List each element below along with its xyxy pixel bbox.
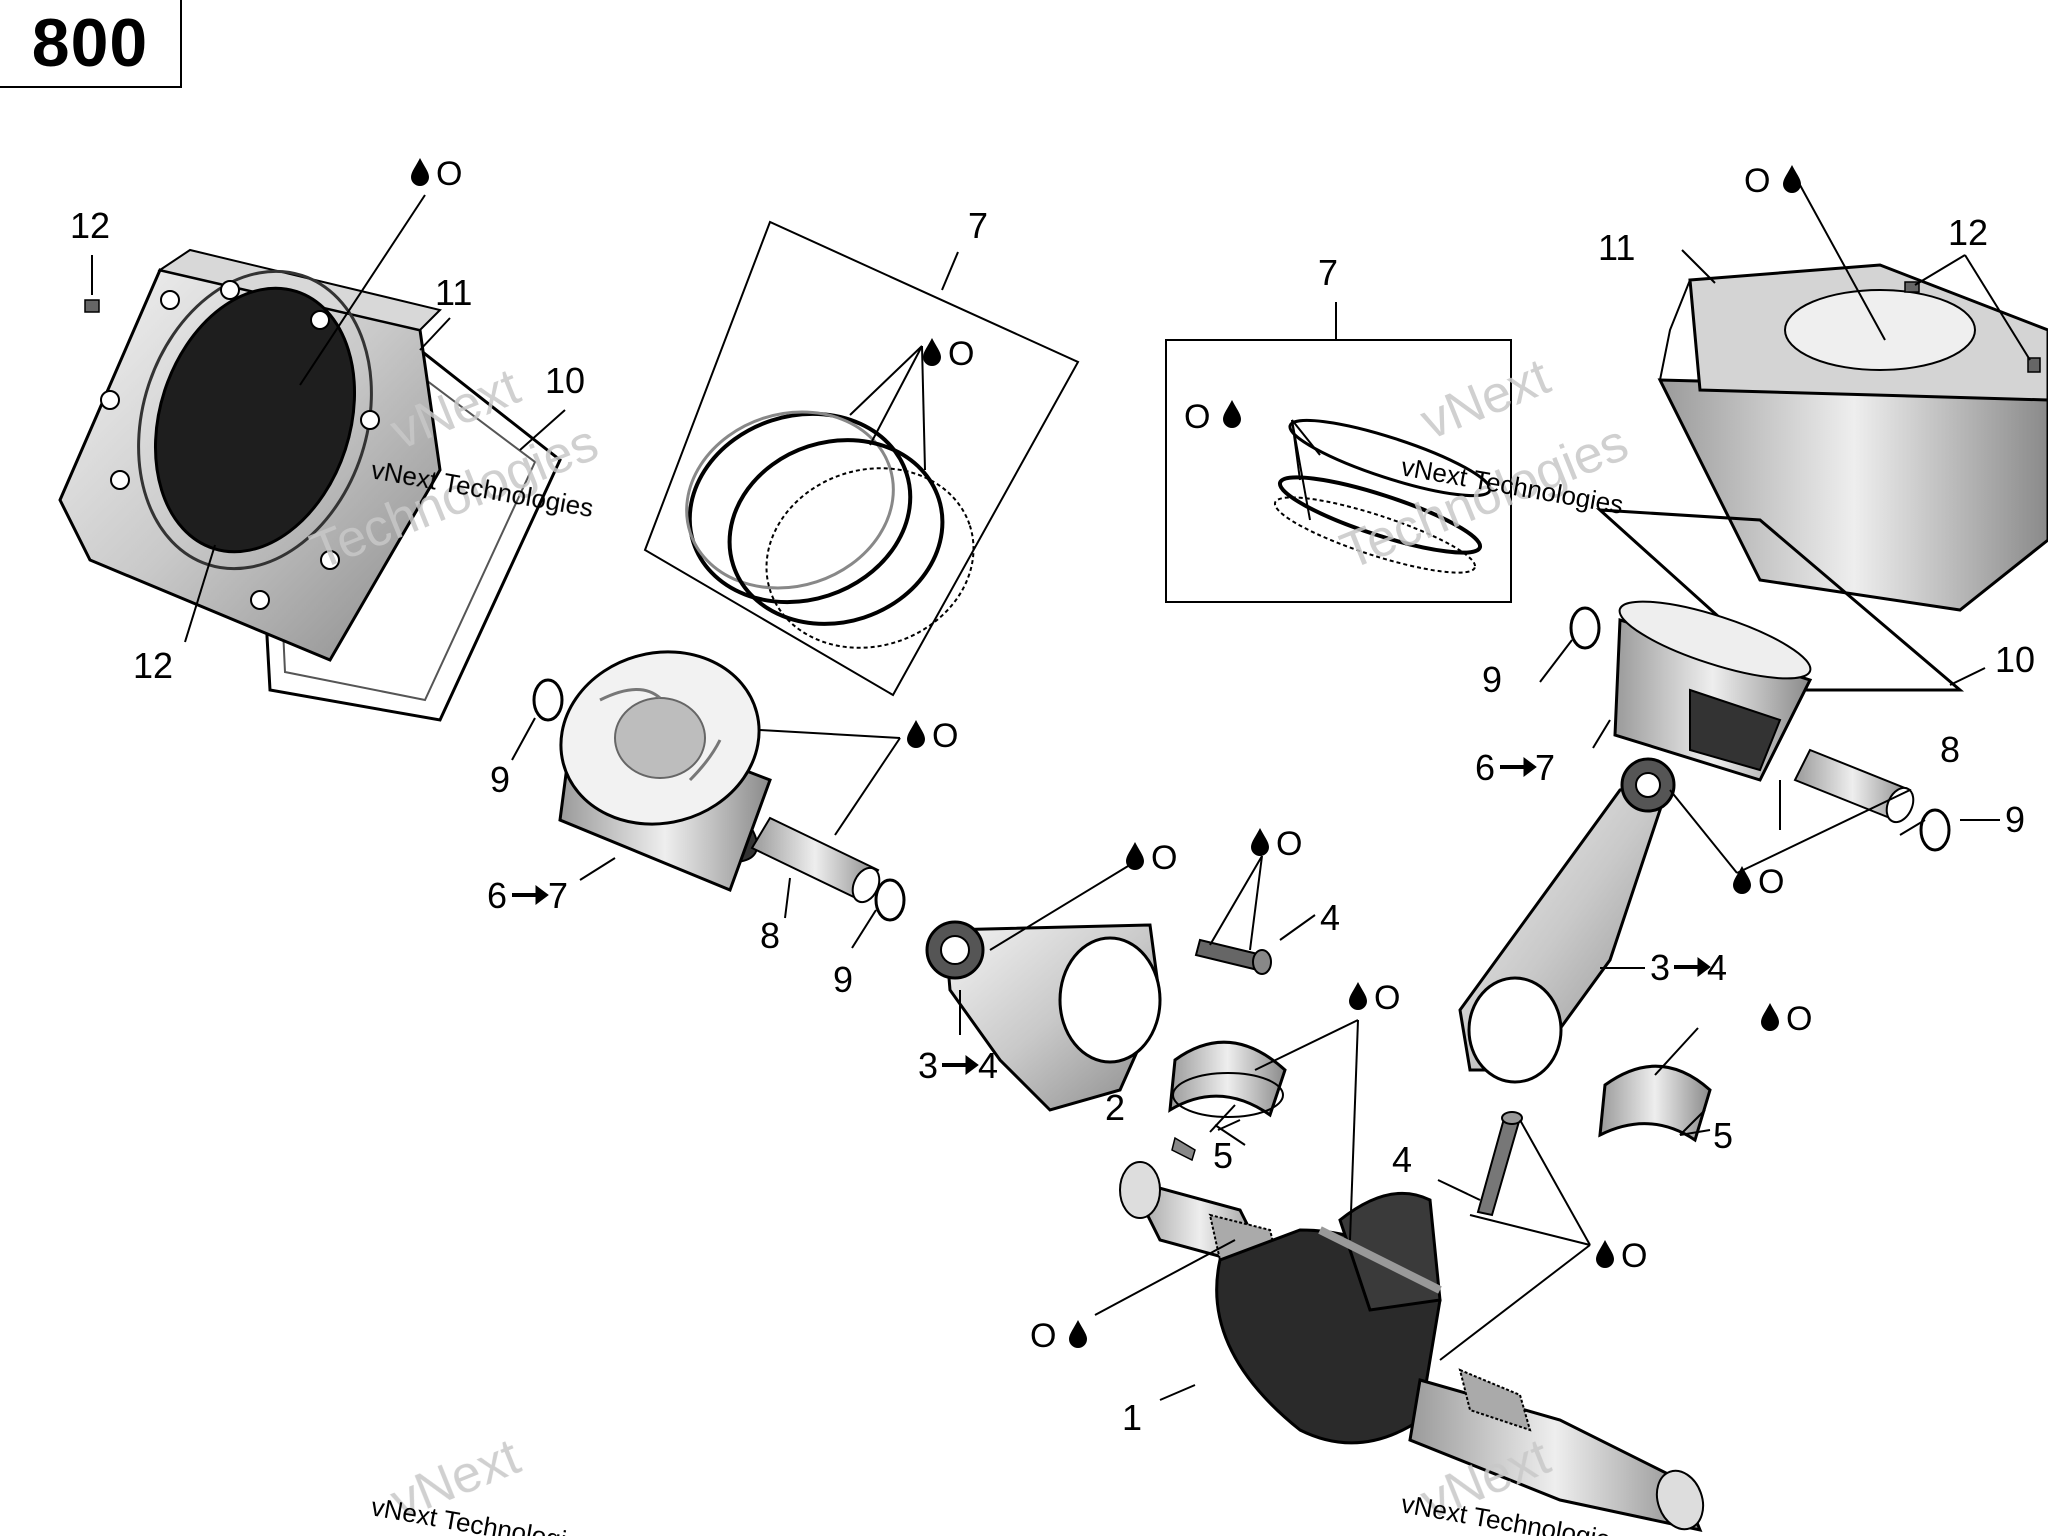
- callout-2: 2: [1105, 1087, 1125, 1128]
- callout-3: 3: [1650, 947, 1670, 988]
- callout-7: 7: [548, 875, 568, 916]
- oil-drop-icon: O: [1030, 1317, 1087, 1355]
- callout-5: 5: [1213, 1135, 1233, 1176]
- right-connecting-rod: [1458, 757, 1676, 1084]
- callout-4: 4: [978, 1045, 998, 1086]
- leader-lines: [91, 184, 2031, 1401]
- svg-text:O: O: [1758, 863, 1784, 901]
- svg-text:O: O: [436, 155, 462, 193]
- callout-5: 5: [1713, 1115, 1733, 1156]
- callout-6: 6: [487, 875, 507, 916]
- svg-text:O: O: [932, 717, 958, 755]
- right-cylinder: [1595, 263, 2048, 692]
- callout-9: 9: [2005, 799, 2025, 840]
- svg-text:O: O: [948, 335, 974, 373]
- callout-3: 3: [918, 1045, 938, 1086]
- oil-drop-icon: O: [1744, 162, 1801, 200]
- oil-drop-icon: O: [1733, 863, 1784, 901]
- callout-numbers: 12 11 10 12 7 9 6 7 8 9 3 4 4 2 5 1 7 11…: [70, 205, 2035, 1438]
- callout-10: 10: [545, 360, 585, 401]
- left-rod-bearing: [1168, 1040, 1287, 1118]
- oil-drop-icon: O: [1761, 1000, 1812, 1038]
- oil-drop-icon: O: [1126, 839, 1177, 877]
- left-piston: [558, 650, 772, 892]
- callout-12: 12: [70, 205, 110, 246]
- circlip: [1919, 808, 1951, 852]
- oil-drop-icon: O: [1184, 398, 1241, 436]
- circlip: [532, 678, 564, 722]
- oil-drop-icon: O: [907, 717, 958, 755]
- right-piston-ring-set: [1165, 339, 1512, 603]
- callout-7: 7: [1318, 252, 1338, 293]
- svg-text:O: O: [1374, 979, 1400, 1017]
- callout-1: 1: [1122, 1397, 1142, 1438]
- right-rod-bearing: [1598, 1064, 1712, 1143]
- left-cylinder: [58, 248, 562, 722]
- callout-11: 11: [1598, 227, 1635, 268]
- left-piston-ring-set: [643, 220, 1080, 697]
- callout-9: 9: [1482, 659, 1502, 700]
- callout-4: 4: [1320, 897, 1340, 938]
- svg-text:O: O: [1276, 825, 1302, 863]
- circlip: [1569, 606, 1601, 650]
- left-wrist-pin: [750, 816, 881, 904]
- callout-6: 6: [1475, 747, 1495, 788]
- callout-8: 8: [760, 915, 780, 956]
- callout-9: 9: [490, 759, 510, 800]
- callout-10: 10: [1995, 639, 2035, 680]
- svg-text:O: O: [1744, 162, 1770, 200]
- svg-text:O: O: [1184, 398, 1210, 436]
- model-label: 800: [31, 5, 149, 81]
- crankshaft: [1119, 1111, 1705, 1533]
- circlip: [874, 878, 906, 922]
- oil-drop-icon: O: [923, 335, 974, 373]
- oil-drop-icon: O: [1349, 979, 1400, 1017]
- right-piston: [1613, 600, 1813, 782]
- callout-8: 8: [1940, 729, 1960, 770]
- svg-text:O: O: [1786, 1000, 1812, 1038]
- oil-drop-icon: O: [411, 155, 462, 193]
- callout-4: 4: [1707, 947, 1727, 988]
- oil-drop-icon: O: [1251, 825, 1302, 863]
- svg-text:O: O: [1030, 1317, 1056, 1355]
- svg-text:O: O: [1621, 1237, 1647, 1275]
- callout-11: 11: [435, 272, 472, 313]
- callout-7: 7: [968, 205, 988, 246]
- model-label-box: 800: [0, 0, 182, 88]
- oil-drop-icon: O: [1596, 1237, 1647, 1275]
- sequence-arrows: [512, 757, 1711, 1075]
- callout-12: 12: [1948, 212, 1988, 253]
- callout-12: 12: [133, 645, 173, 686]
- lubrication-symbols: O O O O O O O O O O O O: [411, 155, 1812, 1355]
- left-connecting-rod: [925, 920, 1272, 1112]
- svg-text:vNext: vNext: [1413, 347, 1558, 451]
- svg-text:O: O: [1151, 839, 1177, 877]
- callout-9: 9: [833, 959, 853, 1000]
- callout-4: 4: [1392, 1139, 1412, 1180]
- callout-7: 7: [1535, 747, 1555, 788]
- right-wrist-pin: [1793, 748, 1915, 824]
